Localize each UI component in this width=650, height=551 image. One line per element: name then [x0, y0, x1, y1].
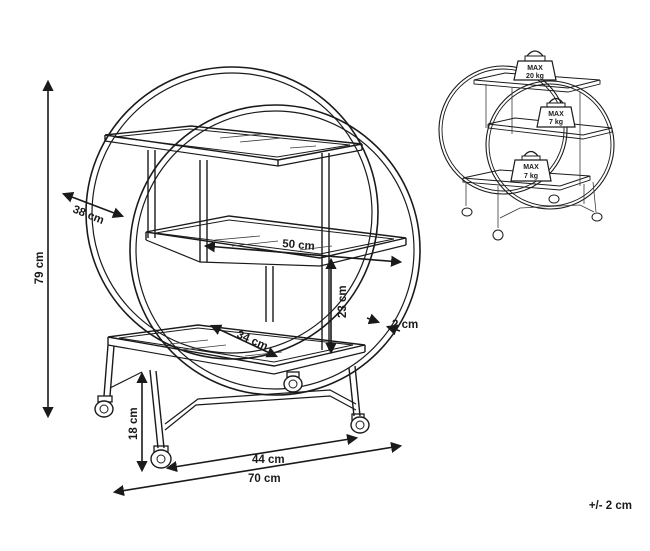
bottom-max-value: 7 kg	[524, 173, 538, 180]
dimension-arrows	[42, 79, 403, 497]
caster-wheel	[150, 445, 172, 469]
shelf-spacing-label: 23 cm	[337, 285, 349, 318]
top-max-label: MAX	[527, 65, 543, 72]
shelf-depth-arrow	[209, 324, 279, 358]
main-cart-illustration	[85, 66, 421, 469]
height-total-label: 79 cm	[34, 252, 46, 285]
frame-thickness-arrow-b	[385, 324, 401, 336]
caster-wheel	[94, 395, 114, 418]
weight-icon: MAX 7 kg	[510, 150, 552, 182]
total-width-label: 70 cm	[248, 473, 281, 485]
base-width-label: 44 cm	[252, 454, 285, 466]
caster-wheel	[283, 371, 303, 393]
shelf-width-label: 50 cm	[282, 238, 316, 253]
shelf-width-arrow	[203, 241, 403, 267]
tolerance-note: +/- 2 cm	[589, 500, 632, 512]
weight-icon: MAX 7 kg	[536, 97, 576, 128]
frame-thickness-label: 2 cm	[392, 319, 418, 331]
weight-icon: MAX 20 kg	[513, 50, 557, 81]
middle-max-value: 7 kg	[549, 119, 563, 126]
base-height-label: 18 cm	[128, 407, 140, 440]
middle-max-label: MAX	[548, 111, 564, 118]
depth-arrow	[61, 191, 125, 219]
bottom-max-label: MAX	[523, 164, 539, 171]
frame-thickness-arrow-a	[366, 313, 381, 325]
total-width-arrow	[112, 441, 403, 497]
load-capacity-illustration: MAX 20 kg MAX 7 kg MAX 7 kg	[438, 50, 615, 241]
caster-wheel	[350, 413, 370, 434]
top-max-value: 20 kg	[526, 73, 544, 80]
